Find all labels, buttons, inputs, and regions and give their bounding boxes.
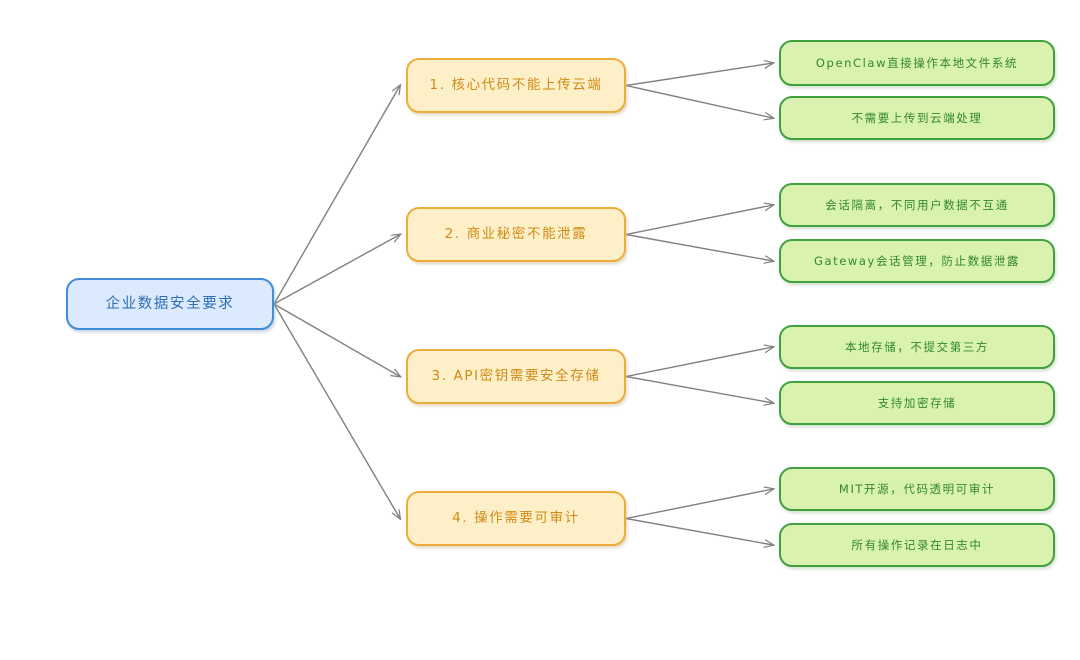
edge-branch-4-to-leaf-1 (625, 489, 773, 520)
edge-branch-4-to-leaf-2 (625, 517, 773, 546)
node-root-label: 企业数据安全要求 (105, 295, 235, 312)
edge-branch-3-to-leaf-2 (625, 375, 773, 404)
edge-root-to-branch-1 (273, 86, 400, 305)
node-leaf-3-2[interactable]: 支持加密存储 (779, 381, 1055, 425)
edge-root-to-branch-2 (273, 235, 400, 305)
node-branch-3-label: 3. API密钥需要安全存储 (431, 368, 601, 385)
node-branch-2[interactable]: 2. 商业秘密不能泄露 (406, 207, 626, 262)
edge-branch-1-to-leaf-2 (625, 84, 773, 119)
node-branch-4[interactable]: 4. 操作需要可审计 (406, 491, 626, 546)
node-leaf-2-2-label: Gateway会话管理，防止数据泄露 (813, 253, 1021, 268)
node-branch-2-label: 2. 商业秘密不能泄露 (444, 226, 588, 243)
node-branch-3[interactable]: 3. API密钥需要安全存储 (406, 349, 626, 404)
edge-group (273, 63, 773, 546)
node-leaf-1-2[interactable]: 不需要上传到云端处理 (779, 96, 1055, 140)
edge-branch-2-to-leaf-2 (625, 233, 773, 262)
edge-branch-3-to-leaf-1 (625, 347, 773, 378)
node-leaf-3-2-label: 支持加密存储 (877, 395, 957, 410)
node-branch-1[interactable]: 1. 核心代码不能上传云端 (406, 58, 626, 113)
node-leaf-3-1-label: 本地存储，不提交第三方 (844, 339, 990, 354)
node-leaf-3-1[interactable]: 本地存储，不提交第三方 (779, 325, 1055, 369)
node-leaf-4-2-label: 所有操作记录在日志中 (851, 537, 983, 552)
node-branch-1-label: 1. 核心代码不能上传云端 (429, 77, 603, 94)
node-leaf-2-1[interactable]: 会话隔离，不同用户数据不互通 (779, 183, 1055, 227)
node-branch-4-label: 4. 操作需要可审计 (452, 510, 580, 527)
node-leaf-4-1[interactable]: MIT开源，代码透明可审计 (779, 467, 1055, 511)
node-leaf-1-1-label: OpenClaw直接操作本地文件系统 (815, 55, 1019, 70)
node-leaf-4-2[interactable]: 所有操作记录在日志中 (779, 523, 1055, 567)
node-leaf-4-1-label: MIT开源，代码透明可审计 (838, 481, 996, 496)
node-leaf-2-2[interactable]: Gateway会话管理，防止数据泄露 (779, 239, 1055, 283)
edge-root-to-branch-4 (273, 303, 400, 519)
node-leaf-1-1[interactable]: OpenClaw直接操作本地文件系统 (779, 40, 1055, 86)
node-leaf-2-1-label: 会话隔离，不同用户数据不互通 (825, 197, 1009, 212)
node-root[interactable]: 企业数据安全要求 (66, 278, 274, 330)
node-leaf-1-2-label: 不需要上传到云端处理 (851, 110, 983, 125)
edge-branch-2-to-leaf-1 (625, 205, 773, 236)
edge-branch-1-to-leaf-1 (625, 63, 773, 87)
edge-root-to-branch-3 (273, 303, 400, 377)
